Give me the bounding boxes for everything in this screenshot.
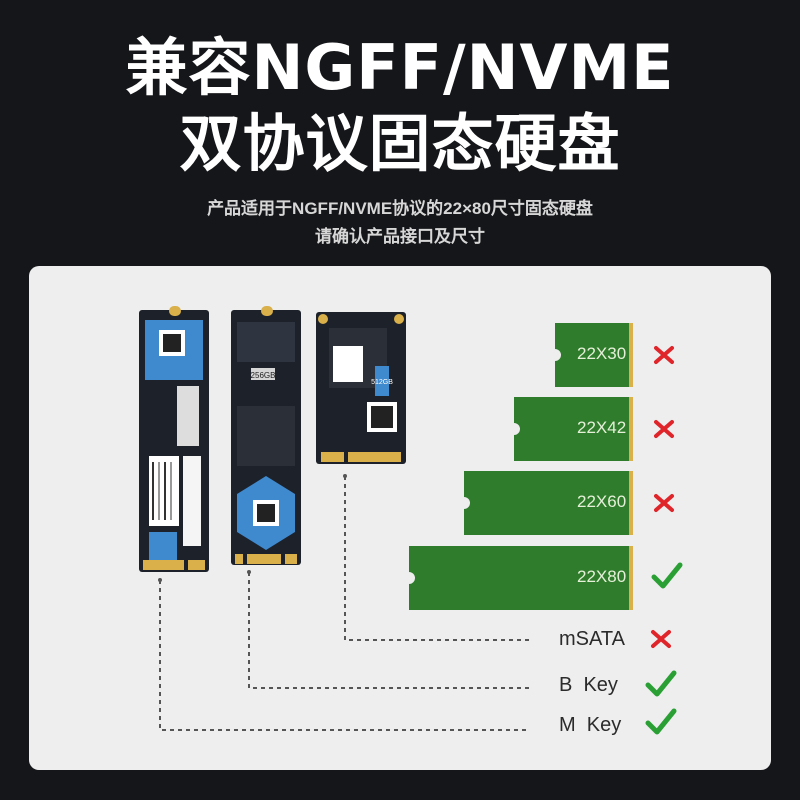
cross-icon: [654, 494, 674, 512]
title-line-1: 兼容NGFF/NVME: [125, 31, 675, 104]
size-board-22x42: [514, 397, 633, 461]
check-icon: [645, 670, 677, 697]
leader-arrows: [158, 474, 347, 582]
b-key-ssd-image: 256GB: [231, 306, 301, 565]
size-label-22x80: 22X80: [577, 567, 627, 586]
cross-icon: [654, 346, 674, 364]
interface-label-msata: mSATA: [559, 628, 625, 650]
check-icon: [645, 708, 677, 735]
interface-label-m-key: M Key: [559, 714, 622, 736]
title-line-2: 双协议固态硬盘: [179, 107, 621, 180]
subtitle-line-1: 产品适用于NGFF/NVME协议的22×80尺寸固态硬盘: [207, 199, 593, 218]
leader-lines: [159, 476, 529, 731]
msata-ssd-image: 512GB: [316, 312, 406, 464]
subtitle-line-2: 请确认产品接口及尺寸: [315, 227, 485, 246]
drive-illustration: 256GB 512GB: [139, 306, 633, 731]
m2-capacity-label: 256GB: [251, 371, 276, 380]
compatibility-panel: 256GB 512GB: [29, 266, 771, 770]
size-board-22x80: [409, 546, 633, 610]
msata-capacity-label: 512GB: [371, 379, 393, 386]
m-key-ssd-image: [139, 306, 209, 572]
size-board-22x60: [464, 471, 633, 535]
interface-label-b-key: B Key: [559, 674, 618, 696]
size-label-22x42: 22X42: [577, 418, 627, 437]
size-board-22x30: [555, 323, 633, 387]
cross-icon: [651, 630, 671, 648]
cross-icon: [654, 420, 674, 438]
size-label-22x60: 22X60: [577, 492, 627, 511]
size-label-22x30: 22X30: [577, 344, 627, 363]
check-icon: [651, 562, 683, 589]
